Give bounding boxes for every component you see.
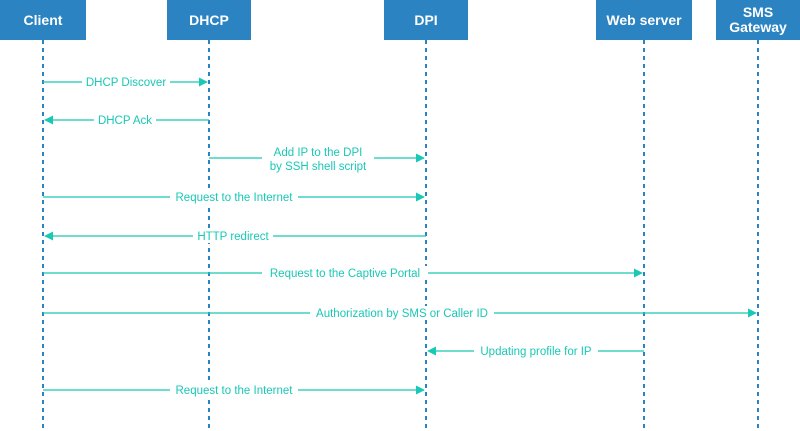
actor-sms-label-line1: SMS (742, 4, 774, 20)
actor-dhcp: DHCP (167, 0, 251, 40)
message-label-authorization: Authorization by SMS or Caller ID (316, 308, 488, 320)
actor-client: Client (0, 0, 86, 40)
message-label-request-internet-2: Request to the Internet (176, 385, 294, 397)
actor-dhcp-label: DHCP (189, 11, 229, 28)
message-label-http-redirect: HTTP redirect (197, 231, 269, 243)
message-label-captive-portal: Request to the Captive Portal (270, 268, 420, 280)
message-label-updating-profile: Updating profile for IP (480, 346, 592, 358)
actor-sms-label-line2: Gateway (729, 19, 787, 35)
actor-sms-gateway: SMS Gateway (716, 0, 800, 40)
message-label-dhcp-discover: DHCP Discover (86, 77, 166, 89)
actor-dpi-label: DPI (414, 11, 438, 28)
actor-client-label: Client (23, 11, 63, 28)
actor-web-server: Web server (596, 0, 692, 40)
message-label-add-ip-line2: by SSH shell script (270, 161, 367, 173)
actor-web-server-label: Web server (606, 11, 682, 28)
actor-dpi: DPI (384, 0, 468, 40)
message-label-add-ip-line1: Add IP to the DPI (274, 147, 363, 159)
message-label-request-internet-1: Request to the Internet (176, 192, 294, 204)
message-label-dhcp-ack: DHCP Ack (98, 115, 152, 127)
